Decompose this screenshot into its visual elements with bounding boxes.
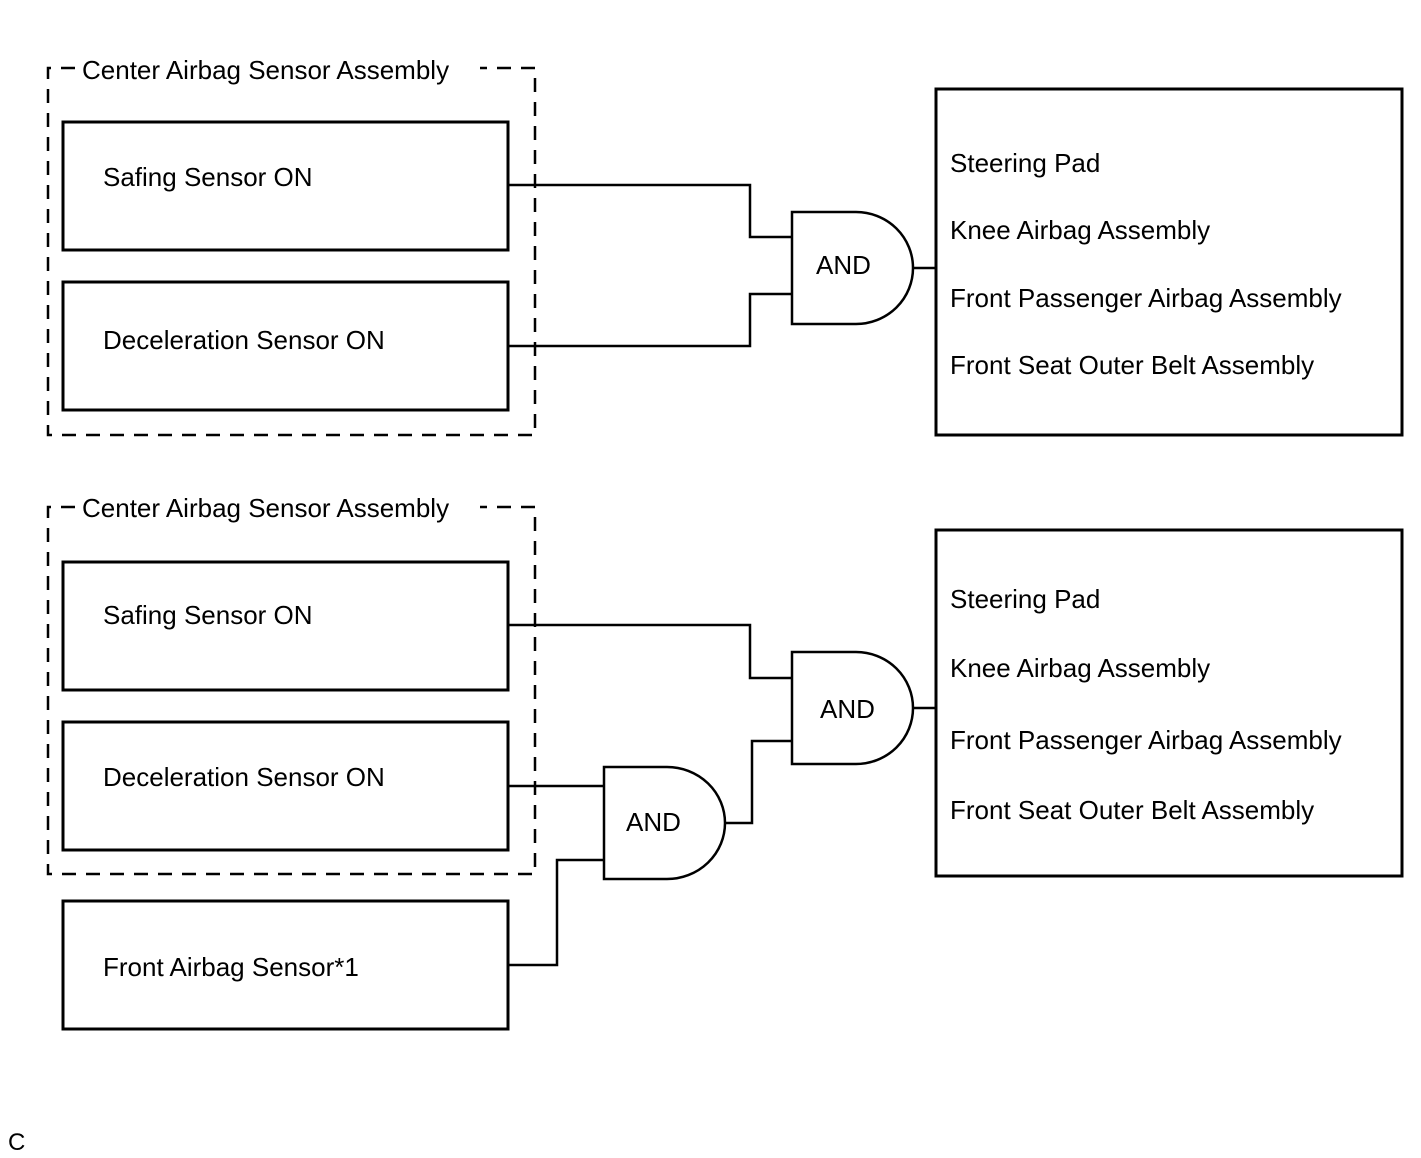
wire-safing-to-gate-top — [508, 183, 792, 239]
wire-inner-gate-to-gate-bottom — [725, 739, 792, 825]
group-boundary-top — [46, 66, 537, 437]
output-knee-airbag-bottom: Knee Airbag Assembly — [950, 653, 1210, 683]
output-steering-pad-bottom: Steering Pad — [950, 584, 1100, 614]
input-box-safing-top — [61, 120, 510, 252]
group-label-bottom: Center Airbag Sensor Assembly — [82, 493, 449, 523]
and-gate-label-top: AND — [816, 250, 871, 280]
output-knee-airbag-top: Knee Airbag Assembly — [950, 215, 1210, 245]
diagram-top: Center Airbag Sensor Assembly Safing Sen… — [46, 52, 1404, 437]
group-boundary-bottom — [46, 505, 537, 876]
input-label-deceleration-bottom: Deceleration Sensor ON — [103, 762, 385, 792]
input-box-deceleration-bottom — [61, 720, 510, 852]
wire-safing-to-gate-bottom — [508, 623, 792, 680]
output-box-top — [934, 87, 1404, 437]
input-label-front-airbag-sensor: Front Airbag Sensor*1 — [103, 952, 359, 982]
wire-front-sensor-to-inner-gate — [508, 858, 604, 967]
input-box-deceleration-top — [61, 280, 510, 412]
diagram-bottom: Center Airbag Sensor Assembly Safing Sen… — [46, 491, 1404, 1031]
and-gate-label-bottom: AND — [820, 694, 875, 724]
group-label-top: Center Airbag Sensor Assembly — [82, 55, 449, 85]
and-gate-top — [790, 210, 915, 326]
wire-decel-to-gate-top — [508, 292, 792, 348]
input-label-deceleration-top: Deceleration Sensor ON — [103, 325, 385, 355]
input-label-safing-top: Safing Sensor ON — [103, 162, 313, 192]
and-gate-inner — [602, 765, 727, 881]
output-box-bottom — [934, 528, 1404, 878]
output-front-seat-belt-top: Front Seat Outer Belt Assembly — [950, 350, 1314, 380]
corner-label: C — [8, 1129, 25, 1156]
input-label-safing-bottom: Safing Sensor ON — [103, 600, 313, 630]
output-front-passenger-airbag-top: Front Passenger Airbag Assembly — [950, 283, 1342, 313]
and-gate-bottom — [790, 650, 915, 766]
output-steering-pad-top: Steering Pad — [950, 148, 1100, 178]
output-front-seat-belt-bottom: Front Seat Outer Belt Assembly — [950, 795, 1314, 825]
output-front-passenger-airbag-bottom: Front Passenger Airbag Assembly — [950, 725, 1342, 755]
input-box-front-airbag-sensor — [61, 899, 510, 1031]
and-gate-label-inner: AND — [626, 807, 681, 837]
